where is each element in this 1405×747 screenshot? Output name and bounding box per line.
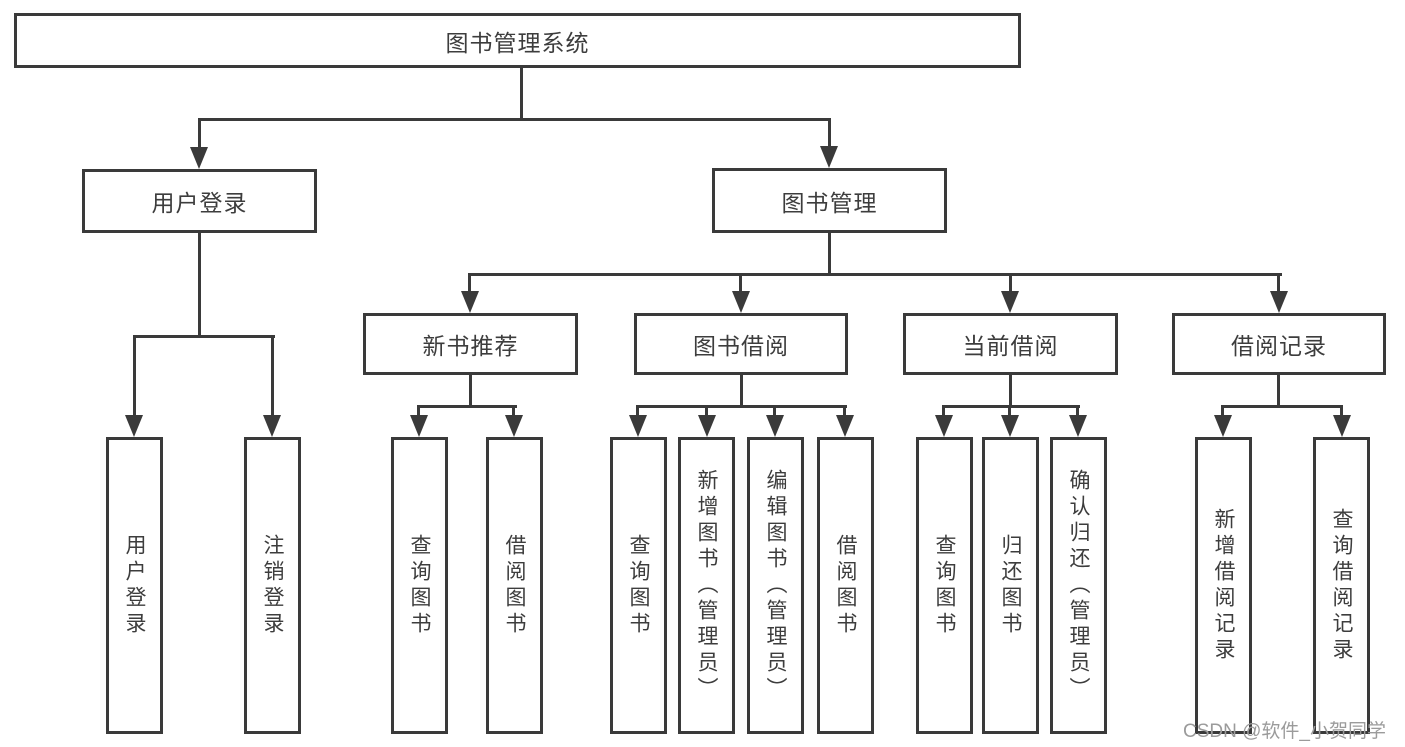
node-label: 图书管理系统 xyxy=(445,29,590,56)
connector xyxy=(828,118,831,150)
connector xyxy=(1340,405,1343,419)
leaf-label: 编辑图书（管理员） xyxy=(764,468,787,703)
node-label: 当前借阅 xyxy=(962,333,1059,359)
node-label: 图书借阅 xyxy=(693,333,789,359)
arrowhead xyxy=(410,415,428,437)
node-label: 新书推荐 xyxy=(422,333,519,359)
leaf-user-login: 用户登录 xyxy=(106,437,163,734)
arrowhead xyxy=(1214,415,1232,437)
connector xyxy=(198,118,831,121)
arrowhead xyxy=(732,291,750,313)
node-book-management: 图书管理 xyxy=(712,168,947,233)
leaf-recommend-borrow-book: 借阅图书 xyxy=(486,437,543,734)
connector xyxy=(469,273,1282,276)
connector xyxy=(271,335,274,417)
node-new-book-recommend: 新书推荐 xyxy=(363,313,578,375)
leaf-label: 注销登录 xyxy=(261,533,284,638)
connector xyxy=(1009,375,1012,407)
connector xyxy=(1076,405,1079,419)
arrowhead xyxy=(820,146,838,168)
connector xyxy=(520,68,523,120)
connector xyxy=(1277,273,1280,293)
node-label: 用户登录 xyxy=(151,190,248,216)
arrowhead xyxy=(1001,415,1019,437)
leaf-label: 归还图书 xyxy=(999,533,1022,638)
connector xyxy=(1222,405,1343,408)
leaf-current-return-book: 归还图书 xyxy=(982,437,1039,734)
connector xyxy=(1008,405,1011,419)
connector xyxy=(705,405,708,419)
leaf-label: 查询图书 xyxy=(408,533,431,638)
leaf-label: 新增图书（管理员） xyxy=(695,468,718,703)
arrowhead xyxy=(505,415,523,437)
leaf-records-query-record: 查询借阅记录 xyxy=(1313,437,1370,734)
leaf-label: 借阅图书 xyxy=(834,533,857,638)
connector xyxy=(512,405,515,419)
leaf-current-confirm-return-admin: 确认归还（管理员） xyxy=(1050,437,1107,734)
connector xyxy=(773,405,776,419)
leaf-current-query-book: 查询图书 xyxy=(916,437,973,734)
connector xyxy=(1277,375,1280,407)
connector xyxy=(843,405,846,419)
connector xyxy=(418,405,517,408)
connector xyxy=(469,375,472,407)
leaf-label: 借阅图书 xyxy=(503,533,526,638)
connector xyxy=(198,233,201,337)
leaf-borrow-edit-book-admin: 编辑图书（管理员） xyxy=(747,437,804,734)
arrowhead xyxy=(1270,291,1288,313)
arrowhead xyxy=(935,415,953,437)
leaf-label: 查询图书 xyxy=(627,533,650,638)
node-current-borrow: 当前借阅 xyxy=(903,313,1118,375)
leaf-label: 用户登录 xyxy=(123,533,146,638)
arrowhead xyxy=(125,415,143,437)
connector xyxy=(739,273,742,293)
connector xyxy=(198,118,201,150)
connector xyxy=(468,273,471,293)
connector xyxy=(740,375,743,407)
node-user-login: 用户登录 xyxy=(82,169,317,233)
leaf-label: 查询借阅记录 xyxy=(1330,507,1353,664)
arrowhead xyxy=(1001,291,1019,313)
leaf-label: 新增借阅记录 xyxy=(1212,507,1235,664)
arrowhead xyxy=(836,415,854,437)
leaf-logout: 注销登录 xyxy=(244,437,301,734)
connector xyxy=(1009,273,1012,293)
connector xyxy=(636,405,639,419)
node-library-system: 图书管理系统 xyxy=(14,13,1021,68)
connector xyxy=(942,405,945,419)
leaf-borrow-add-book-admin: 新增图书（管理员） xyxy=(678,437,735,734)
arrowhead xyxy=(190,147,208,169)
connector xyxy=(943,405,1080,408)
arrowhead xyxy=(698,415,716,437)
leaf-label: 查询图书 xyxy=(933,533,956,638)
leaf-records-add-record: 新增借阅记录 xyxy=(1195,437,1252,734)
arrowhead xyxy=(1333,415,1351,437)
arrowhead xyxy=(766,415,784,437)
arrowhead xyxy=(1069,415,1087,437)
arrowhead xyxy=(263,415,281,437)
connector xyxy=(417,405,420,419)
leaf-recommend-query-book: 查询图书 xyxy=(391,437,448,734)
leaf-borrow-borrow-book: 借阅图书 xyxy=(817,437,874,734)
watermark: CSDN @软件_小贺同学 xyxy=(1183,721,1386,742)
connector xyxy=(637,405,847,408)
node-borrow-records: 借阅记录 xyxy=(1172,313,1386,375)
arrowhead xyxy=(629,415,647,437)
leaf-borrow-query-book: 查询图书 xyxy=(610,437,667,734)
node-label: 借阅记录 xyxy=(1231,333,1327,359)
connector xyxy=(1221,405,1224,419)
leaf-label: 确认归还（管理员） xyxy=(1067,468,1090,703)
arrowhead xyxy=(461,291,479,313)
connector xyxy=(828,233,831,275)
connector xyxy=(133,335,275,338)
connector xyxy=(133,335,136,417)
node-label: 图书管理 xyxy=(781,189,878,216)
node-book-borrow: 图书借阅 xyxy=(634,313,848,375)
